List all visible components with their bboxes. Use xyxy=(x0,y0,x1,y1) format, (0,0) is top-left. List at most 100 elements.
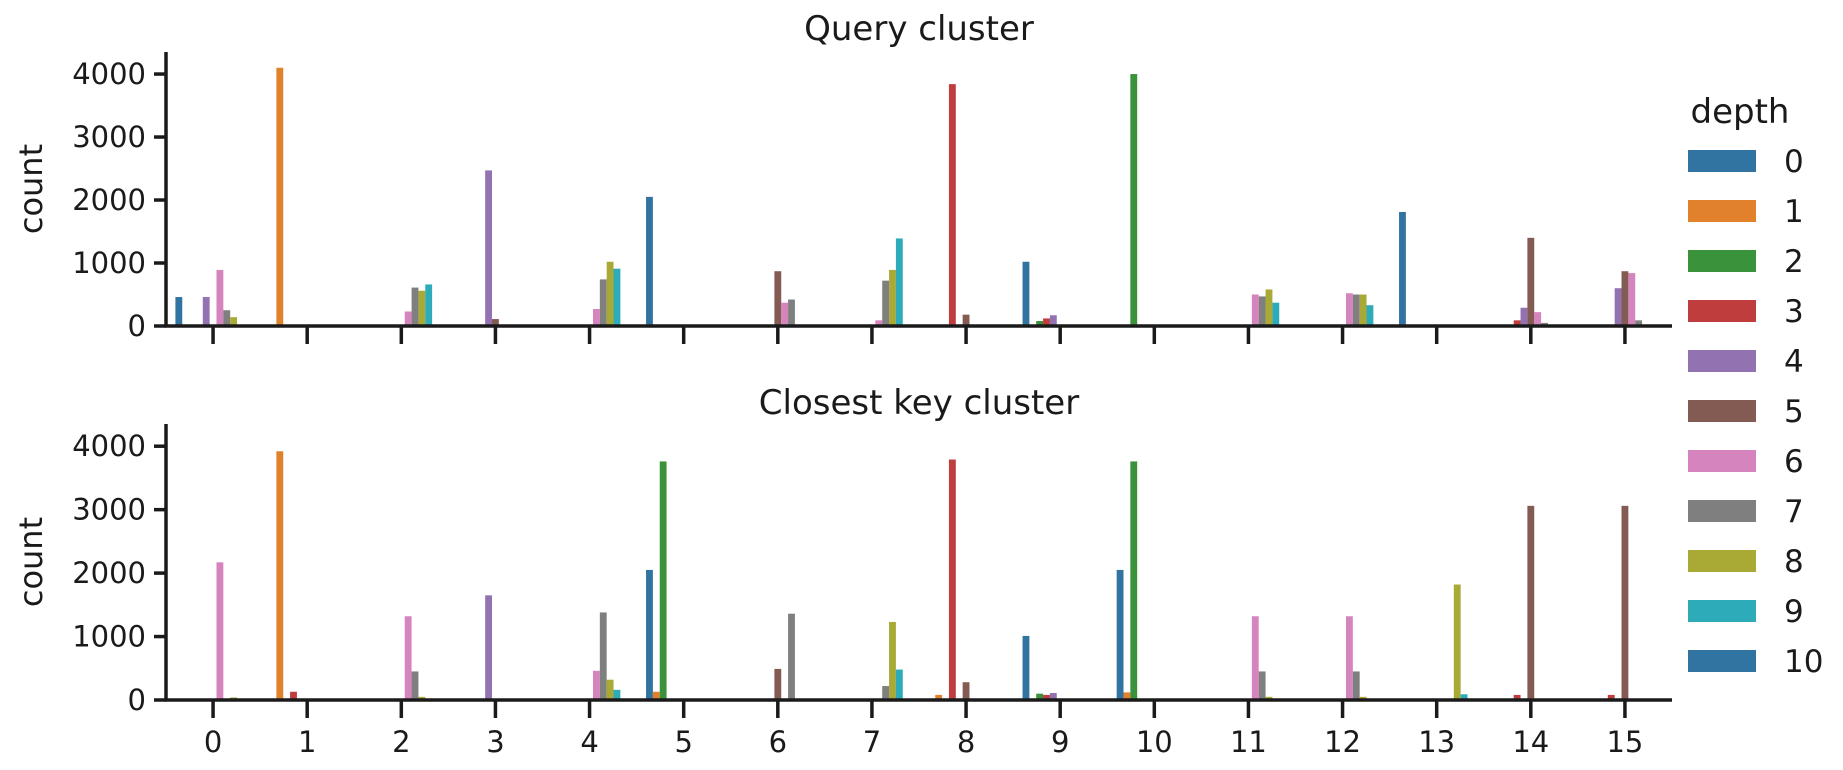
bar-15-depth-5 xyxy=(1621,505,1629,700)
bar-7-depth-7 xyxy=(882,280,890,326)
bar-9-depth-0 xyxy=(1022,261,1030,326)
x-tick-label: 10 xyxy=(1136,725,1173,759)
bar-15-depth-6 xyxy=(1628,273,1636,326)
bar-11-depth-7 xyxy=(1258,671,1266,700)
bar-12-depth-7 xyxy=(1352,294,1360,326)
bar-7-depth-8 xyxy=(889,269,896,326)
x-tick-label: 6 xyxy=(769,725,787,759)
bar-8-depth-5 xyxy=(962,314,970,326)
x-tick-label: 13 xyxy=(1418,725,1455,759)
bar-7-depth-9 xyxy=(895,238,903,326)
x-tick-label: 3 xyxy=(486,725,504,759)
bar-7-depth-6 xyxy=(875,320,883,326)
bar-2-depth-7 xyxy=(411,287,419,326)
legend-title: depth xyxy=(1691,92,1790,132)
bar-3-depth-5 xyxy=(492,319,499,326)
bar-7-depth-8 xyxy=(889,621,896,700)
bar-9-depth-0 xyxy=(1022,635,1030,700)
bar-5-depth-1 xyxy=(652,691,660,700)
bar-6-depth-5 xyxy=(774,668,782,700)
bar-13-depth-8 xyxy=(1453,584,1461,700)
bar-9-depth-4 xyxy=(1049,315,1057,326)
bar-15-depth-7 xyxy=(1635,320,1643,326)
y-tick-label: 3000 xyxy=(72,120,146,154)
x-tick-label: 11 xyxy=(1230,725,1267,759)
bar-4-depth-6 xyxy=(592,670,600,700)
legend-swatch-1 xyxy=(1688,200,1756,222)
bar-4-depth-8 xyxy=(606,261,614,326)
bar-8-depth-3 xyxy=(948,84,956,327)
x-tick-label: 14 xyxy=(1512,725,1549,759)
bar-11-depth-6 xyxy=(1251,616,1259,700)
bar-13-depth-0 xyxy=(1399,211,1406,326)
bar-1-depth-1 xyxy=(276,67,284,326)
legend-label-0: 0 xyxy=(1784,144,1804,180)
bar-11-depth-9 xyxy=(1272,302,1280,326)
bar-5-depth-2 xyxy=(659,461,667,700)
bar-12-depth-7 xyxy=(1352,671,1360,700)
legend-swatch-2 xyxy=(1688,250,1756,272)
x-tick-label: 2 xyxy=(392,725,410,759)
bar-2-depth-8 xyxy=(418,290,426,326)
x-tick-label: 9 xyxy=(1051,725,1069,759)
bar-6-depth-5 xyxy=(774,271,782,326)
x-tick-label: 4 xyxy=(580,725,598,759)
bar-0-depth-6 xyxy=(216,269,224,326)
x-tick-label: 8 xyxy=(957,725,975,759)
bar-10-depth-1 xyxy=(1123,692,1131,700)
bar-15-depth-3 xyxy=(1607,694,1615,700)
y-tick-label: 2000 xyxy=(72,183,146,217)
legend-label-4: 4 xyxy=(1784,344,1804,380)
bar-11-depth-6 xyxy=(1251,294,1259,326)
legend-swatch-7 xyxy=(1688,500,1756,522)
bar-0-depth-0 xyxy=(175,297,183,326)
bar-14-depth-4 xyxy=(1520,307,1528,326)
legend-label-6: 6 xyxy=(1784,444,1804,480)
y-tick-label: 1000 xyxy=(72,246,146,280)
legend-swatch-5 xyxy=(1688,400,1756,422)
bar-10-depth-2 xyxy=(1130,74,1138,326)
bar-0-depth-7 xyxy=(223,310,231,326)
x-tick-label: 0 xyxy=(204,725,222,759)
chart-title: Closest key cluster xyxy=(759,383,1079,423)
bar-0-depth-8 xyxy=(230,317,238,326)
bar-14-depth-5 xyxy=(1527,505,1535,700)
bar-9-depth-3 xyxy=(1043,318,1050,326)
bar-4-depth-6 xyxy=(592,308,600,326)
bar-11-depth-7 xyxy=(1258,296,1266,326)
bar-14-depth-6 xyxy=(1534,312,1542,326)
bar-3-depth-4 xyxy=(485,170,493,326)
x-tick-label: 5 xyxy=(674,725,692,759)
bar-0-depth-4 xyxy=(202,297,210,326)
bar-9-depth-4 xyxy=(1049,693,1057,700)
x-tick-label: 15 xyxy=(1606,725,1643,759)
legend-label-7: 7 xyxy=(1784,494,1804,530)
bar-2-depth-6 xyxy=(404,616,412,700)
bar-3-depth-4 xyxy=(485,595,493,700)
bar-8-depth-1 xyxy=(935,694,943,700)
bar-1-depth-3 xyxy=(290,691,297,700)
bar-9-depth-2 xyxy=(1036,693,1044,700)
y-tick-label: 0 xyxy=(128,309,146,343)
bar-7-depth-7 xyxy=(882,686,890,700)
bar-6-depth-7 xyxy=(788,613,795,700)
bar-15-depth-4 xyxy=(1614,288,1622,326)
x-tick-label: 7 xyxy=(863,725,881,759)
legend-label-9: 9 xyxy=(1784,594,1804,630)
bar-4-depth-9 xyxy=(613,689,621,700)
legend-swatch-3 xyxy=(1688,300,1756,322)
bar-4-depth-8 xyxy=(606,679,614,700)
legend-swatch-10 xyxy=(1688,650,1756,672)
bar-13-depth-9 xyxy=(1460,694,1468,700)
legend-swatch-0 xyxy=(1688,150,1756,172)
legend-label-2: 2 xyxy=(1784,244,1804,280)
bar-6-depth-6 xyxy=(781,302,789,326)
bar-8-depth-5 xyxy=(962,682,970,700)
bar-2-depth-9 xyxy=(425,284,433,326)
bar-4-depth-7 xyxy=(599,279,607,326)
y-tick-label: 3000 xyxy=(72,493,146,527)
